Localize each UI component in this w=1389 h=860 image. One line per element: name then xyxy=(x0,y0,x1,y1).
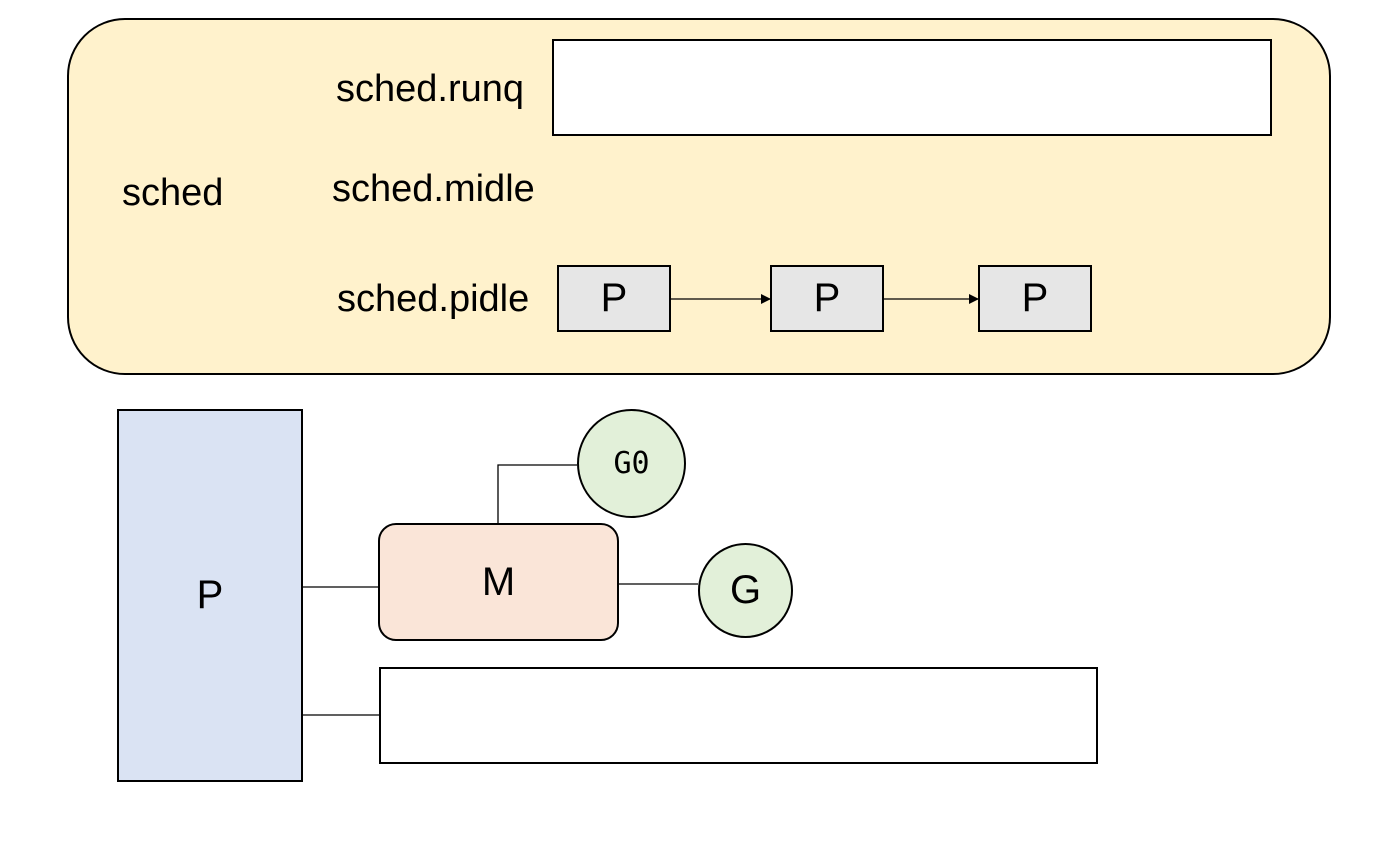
pidle-p-node: P xyxy=(557,265,671,332)
g-goroutine-node: G xyxy=(698,543,793,638)
g0-label: G0 xyxy=(613,446,650,481)
sched-pidle-label: sched.pidle xyxy=(337,278,530,320)
global-runq-box xyxy=(552,39,1272,136)
m-to-g0-connector xyxy=(497,464,577,523)
local-runq-box xyxy=(379,667,1098,764)
pidle-p-node: P xyxy=(770,265,884,332)
sched-runq-label: sched.runq xyxy=(336,68,525,110)
machine-m-node: M xyxy=(378,523,619,641)
pidle-p-node: P xyxy=(978,265,1092,332)
sched-title: sched xyxy=(122,172,224,214)
g-label: G xyxy=(729,568,762,612)
sched-midle-label: sched.midle xyxy=(332,168,535,210)
processor-p-node: P xyxy=(117,409,303,782)
g0-goroutine-node: G0 xyxy=(577,409,686,518)
machine-label: M xyxy=(481,559,516,604)
processor-label: P xyxy=(196,573,224,617)
